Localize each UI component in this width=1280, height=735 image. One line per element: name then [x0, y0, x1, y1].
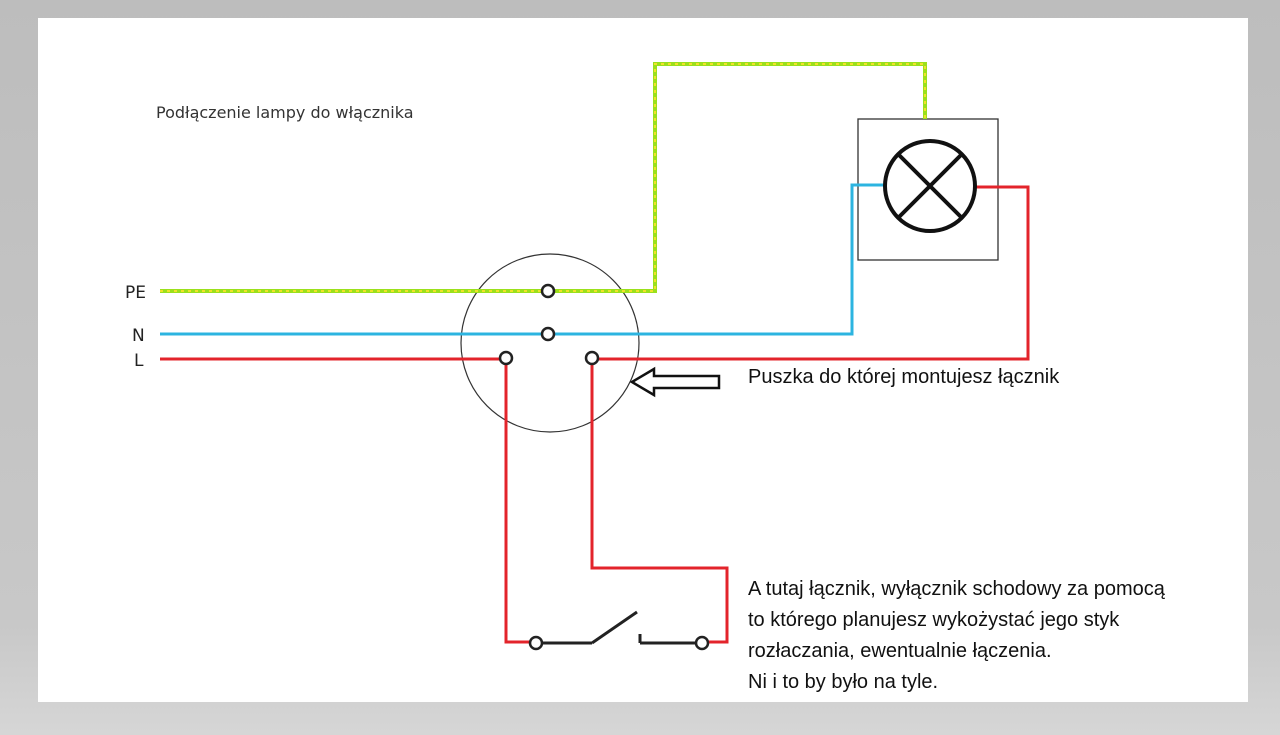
pe-wire	[160, 62, 927, 293]
switch-feed-wire	[504, 359, 530, 644]
switch-note-line: Ni i to by było na tyle.	[748, 671, 939, 693]
cropped-text-strip	[100, 690, 1240, 702]
terminal-pe	[540, 283, 556, 299]
n-wire	[160, 183, 884, 336]
switch-terminal-right	[694, 635, 710, 651]
switch-return-wire	[590, 359, 729, 644]
switch-blade	[591, 610, 638, 645]
switch-note-line: rozłaczania, ewentualnie łączenia.	[748, 640, 1052, 662]
terminal-l-in	[498, 350, 514, 366]
pe-wire-stripe	[160, 63, 926, 292]
diagram-title: Podłączenie lampy do włącznika	[156, 103, 414, 122]
junction-box	[460, 253, 640, 433]
box-annotation: Puszka do której montujesz łącznik	[748, 366, 1060, 388]
lamp-box	[857, 118, 999, 261]
lamp-cross-b	[896, 152, 964, 220]
switch-terminal-left	[528, 635, 544, 651]
terminal-n	[540, 326, 556, 342]
l-wire-lamp	[592, 185, 1030, 361]
arrow-icon	[629, 366, 721, 398]
l-label: L	[134, 351, 144, 371]
n-label: N	[132, 326, 145, 346]
switch-note-line: A tutaj łącznik, wyłącznik schodowy za p…	[748, 578, 1165, 600]
switch-annotation: A tutaj łącznik, wyłącznik schodowy za p…	[748, 574, 1165, 698]
terminal-l-out	[584, 350, 600, 366]
pe-label: PE	[125, 283, 146, 303]
switch-note-line: to którego planujesz wykożystać jego sty…	[748, 609, 1120, 631]
